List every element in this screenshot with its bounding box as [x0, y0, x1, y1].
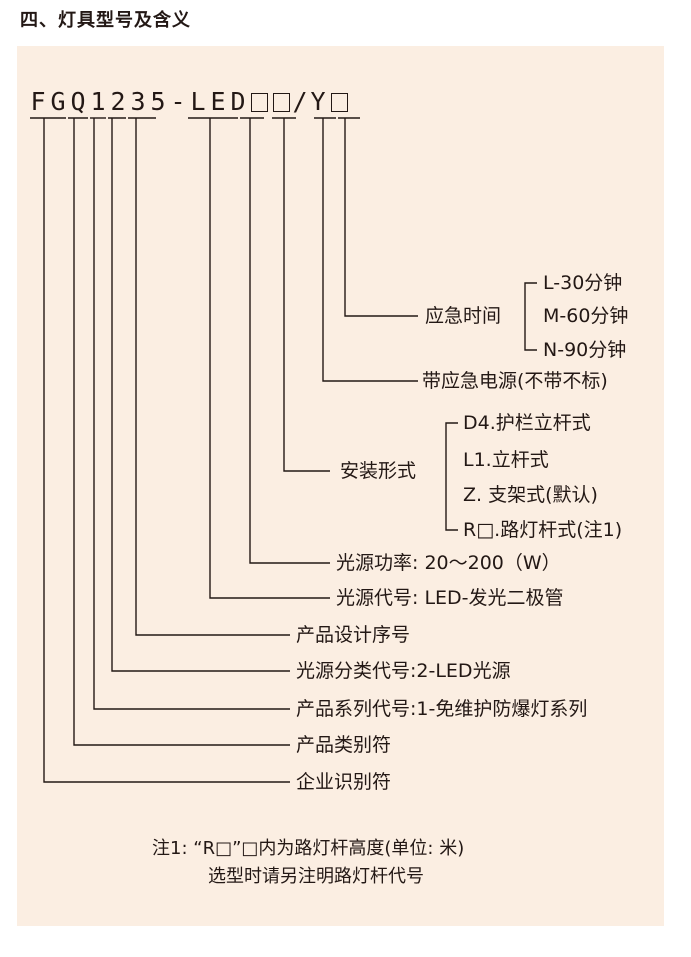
- emergency-option: M-60分钟: [543, 305, 629, 327]
- note-line-2: 选型时请另注明路灯杆代号: [208, 866, 424, 887]
- install-option: Z. 支架式(默认): [463, 484, 598, 506]
- code-placeholder-box: [328, 87, 350, 116]
- empty-box-icon: [272, 93, 290, 112]
- diagram-panel: [17, 46, 664, 926]
- code-char: L: [190, 86, 206, 116]
- code-char: /: [292, 86, 308, 116]
- label-series: 产品系列代号:1-免维护防爆灯系列: [296, 698, 588, 720]
- model-code: F G Q 1 2 3 5 - L E D / Y: [28, 83, 350, 119]
- code-char: 3: [130, 86, 146, 116]
- emergency-option: N-90分钟: [543, 339, 627, 361]
- code-char: E: [210, 86, 226, 116]
- code-char: 5: [150, 86, 166, 116]
- label-design-seq: 产品设计序号: [296, 624, 411, 646]
- code-char: 1: [90, 86, 106, 116]
- label-emergency-time: 应急时间: [425, 305, 502, 327]
- label-company: 企业识别符: [296, 771, 392, 793]
- code-char: G: [50, 86, 66, 116]
- code-placeholder-box: [270, 87, 292, 116]
- label-source-type: 光源分类代号:2-LED光源: [296, 660, 511, 682]
- label-install-form: 安装形式: [340, 460, 417, 482]
- code-char: 2: [110, 86, 126, 116]
- note-line-1: 注1: “R□”□内为路灯杆高度(单位: 米): [152, 838, 465, 859]
- install-option: L1.立杆式: [463, 449, 549, 471]
- label-category: 产品类别符: [296, 734, 392, 756]
- label-emergency-supply: 带应急电源(不带不标): [422, 370, 608, 392]
- install-option: R□.路灯杆式(注1): [463, 519, 623, 541]
- code-placeholder-box: [248, 87, 270, 116]
- code-char: Y: [310, 86, 326, 116]
- label-source-code: 光源代号: LED-发光二极管: [336, 587, 564, 609]
- empty-box-icon: [330, 93, 348, 112]
- empty-box-icon: [250, 93, 268, 112]
- code-char: D: [230, 86, 246, 116]
- code-char: -: [170, 86, 186, 116]
- label-power: 光源功率: 20～200（W）: [336, 552, 561, 574]
- section-heading: 四、灯具型号及含义: [20, 10, 191, 31]
- install-option: D4.护栏立杆式: [463, 412, 591, 434]
- code-char: Q: [70, 86, 86, 116]
- code-char: F: [30, 86, 46, 116]
- emergency-option: L-30分钟: [543, 272, 623, 294]
